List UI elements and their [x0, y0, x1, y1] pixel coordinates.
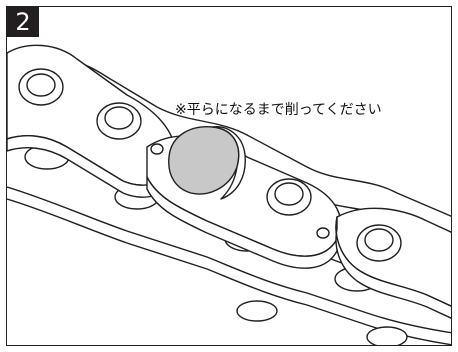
link-hole-2	[316, 227, 330, 239]
pin-left-inner-head	[104, 106, 134, 130]
chain-illustration	[7, 44, 451, 345]
lower-roller-1	[236, 300, 278, 322]
ground-pin-side	[212, 126, 246, 200]
step-number-badge: 2	[7, 7, 39, 37]
instruction-note: ※平らになるまで削ってください	[175, 102, 382, 118]
lower-plate-line-1	[7, 186, 451, 334]
lower-roller-2	[366, 326, 408, 345]
front-link-right-edge	[335, 216, 451, 319]
lower-fill	[7, 187, 451, 345]
pin-middle-right-head	[274, 182, 304, 206]
pin-left-outer-head	[26, 73, 56, 97]
pin-right-head	[364, 228, 394, 252]
link-hole-1	[150, 143, 164, 155]
illustration-frame: 2 ※平らになるまで削ってください	[6, 6, 452, 346]
